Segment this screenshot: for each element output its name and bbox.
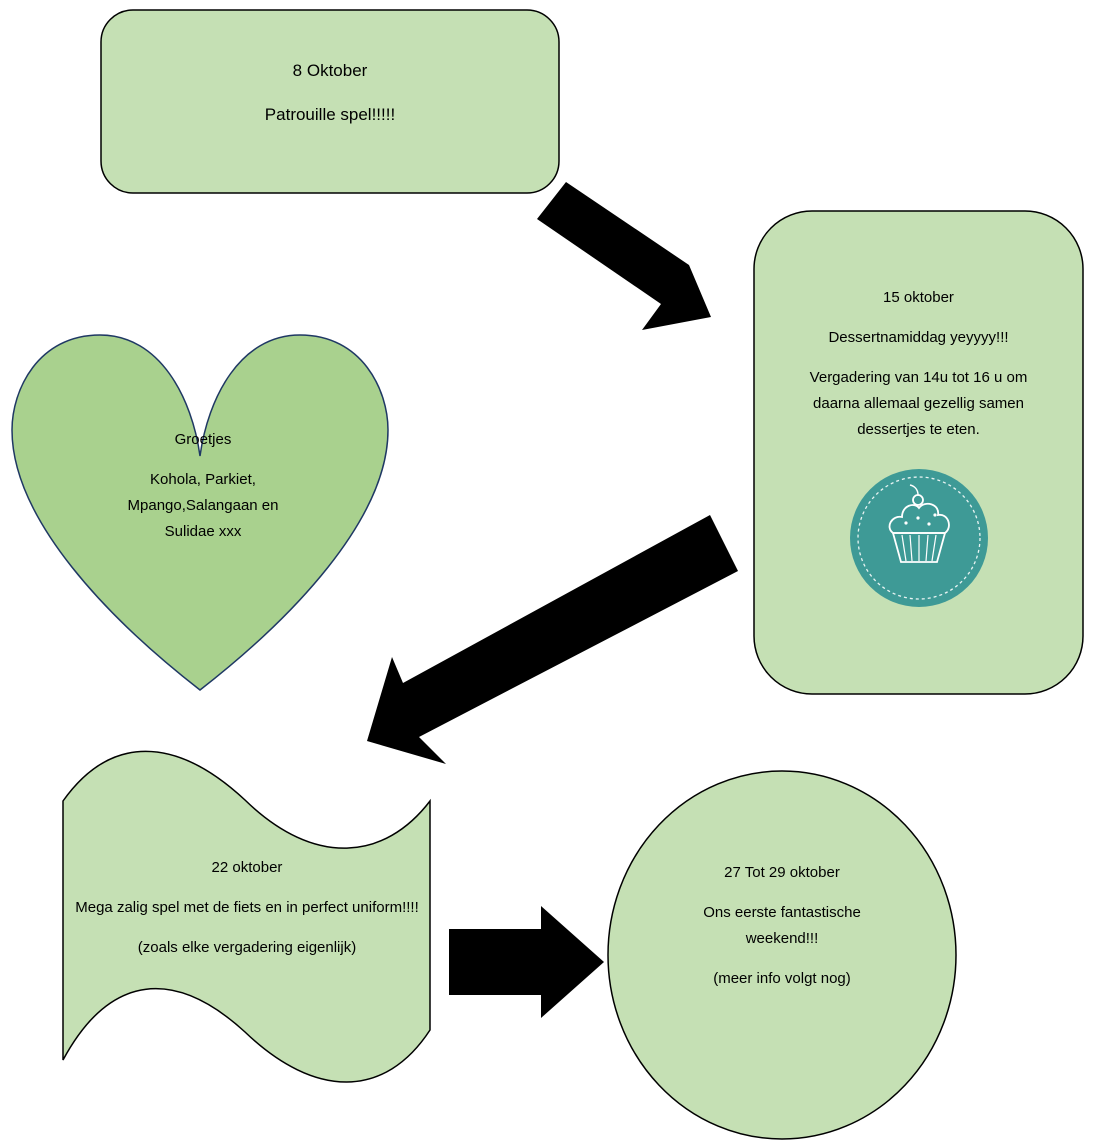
box-oct8-date: 8 Oktober [292,61,368,80]
heart-message: Groetjes Kohola, Parkiet, Mpango,Salanga… [118,427,288,559]
box-oct22-note: (zoals elke vergadering eigenlijk) [137,939,357,956]
box-oct8-title: Patrouille spel!!!!! [264,105,396,124]
box-oct22-shape [62,750,431,1083]
box-oct15-shape [753,210,1084,695]
circle-oct27-shape [607,770,957,1140]
box-oct15-date: 15 oktober [883,289,954,306]
circle-oct27-note: (meer info volgt nog) [713,970,851,987]
arrow-oct8-to-oct15 [537,182,711,330]
circle-oct27-date: 27 Tot 29 oktober [724,864,840,881]
heart-shape [11,334,389,691]
box-oct22: 22 oktober Mega zalig spel met de fiets … [72,855,422,975]
box-oct15-body: Vergadering van 14u tot 16 u om daarna a… [809,369,1028,438]
box-oct22-date: 22 oktober [211,859,283,876]
arrow-oct15-to-oct22 [367,515,738,764]
heart-names: Kohola, Parkiet, Mpango,Salangaan en Sul… [127,471,279,540]
heart-greeting: Groetjes [174,431,232,448]
box-oct8-shape [100,9,560,194]
circle-oct27: 27 Tot 29 oktober Ons eerste fantastisch… [672,860,892,1006]
arrow-oct22-to-oct27 [449,906,604,1018]
cupcake-icon [850,469,988,607]
circle-oct27-title: Ons eerste fantastische weekend!!! [703,904,861,947]
box-oct15: 15 oktober Dessertnamiddag yeyyyy!!! Ver… [800,285,1037,457]
box-oct15-title: Dessertnamiddag yeyyyy!!! [828,329,1009,346]
box-oct8: 8 Oktober Patrouille spel!!!!! [101,58,559,146]
box-oct22-title: Mega zalig spel met de fiets en in perfe… [75,899,419,916]
